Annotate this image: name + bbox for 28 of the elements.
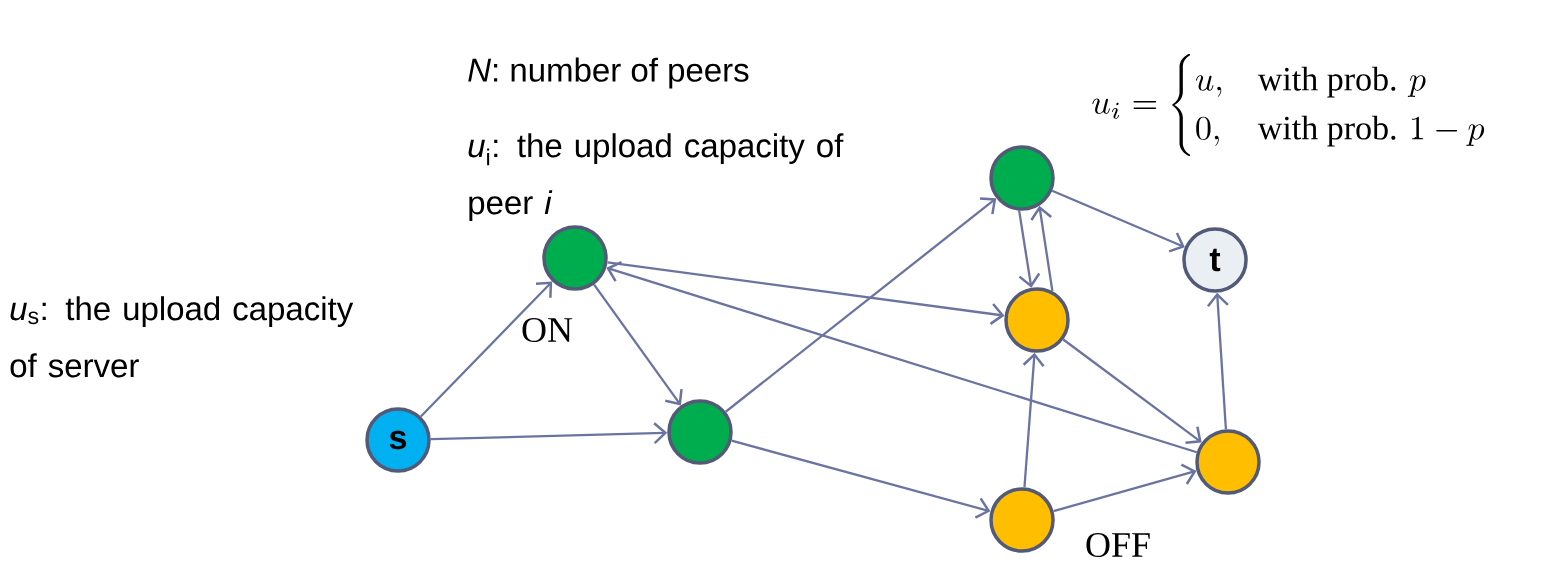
peer-circle (667, 399, 733, 465)
arrow (1018, 210, 1041, 288)
annotation-text: u$_{i}$: the upload capacity of peer i (468, 133, 844, 221)
sink-node: t (1182, 227, 1248, 293)
peer-circle (989, 487, 1055, 553)
arrow (1207, 292, 1229, 430)
state-label: OFF (1086, 532, 1150, 558)
arrow (1062, 338, 1202, 445)
source-node: s (365, 407, 431, 473)
arrow (731, 439, 991, 519)
arrow (420, 281, 553, 418)
arrow (1030, 205, 1054, 292)
arrow (1053, 463, 1197, 513)
formula: $u_i = \begin{cases} u, & \text{with prob. } p \\ 0, & \text{with prob. } 1-p \end{cases}$ (1092, 54, 1485, 156)
peer-circle (542, 225, 608, 291)
arrow (607, 261, 1005, 325)
arrow (430, 422, 668, 445)
arrow (1051, 189, 1185, 253)
annotation-text: N: number of peers (468, 57, 749, 89)
peer-circle (1004, 287, 1070, 353)
peer-circle (1195, 429, 1261, 495)
peer-circle (989, 145, 1055, 211)
arrow (725, 197, 997, 413)
annotation-text: u$_{s}$: the upload capacity of server (10, 296, 354, 378)
arrow (606, 260, 1198, 454)
state-label: ON (522, 317, 573, 343)
arrow (1022, 352, 1045, 488)
arrow (593, 283, 683, 406)
